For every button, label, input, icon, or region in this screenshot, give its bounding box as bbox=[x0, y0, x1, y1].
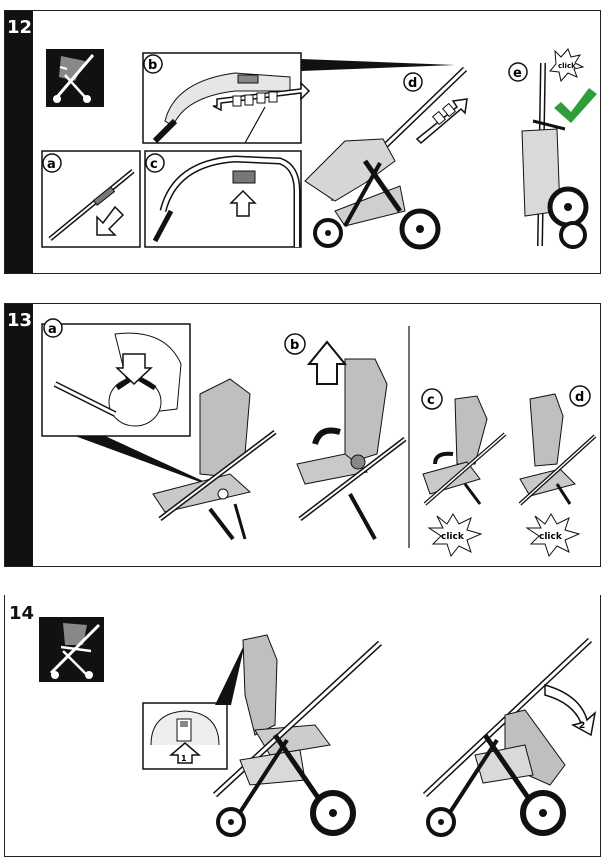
stroller-fold-icon bbox=[46, 49, 104, 107]
detail-handle: 1 bbox=[142, 643, 245, 770]
step-bar: 13 bbox=[5, 304, 33, 566]
stroller-a bbox=[152, 378, 277, 541]
step-number: 14 bbox=[9, 603, 35, 624]
stroller-e-folded: click e bbox=[508, 48, 597, 249]
step-13-illustration: a b bbox=[41, 318, 597, 558]
checkmark-icon bbox=[554, 88, 597, 123]
arrow-number: 2 bbox=[579, 721, 585, 731]
label-a: a bbox=[48, 322, 57, 337]
stroller-upright bbox=[212, 634, 383, 837]
step-bar: 12 bbox=[5, 11, 33, 273]
stroller-c: c click bbox=[421, 388, 507, 558]
label-c: c bbox=[150, 157, 158, 172]
stroller-d: d click bbox=[518, 385, 597, 558]
detail-b: b bbox=[142, 52, 455, 144]
detail-a: a bbox=[41, 150, 141, 248]
label-d: d bbox=[575, 390, 584, 405]
step-number: 13 bbox=[7, 310, 33, 331]
step-12-illustration: b a c bbox=[41, 48, 597, 250]
step-number: 12 bbox=[7, 17, 33, 38]
stroller-recline-icon bbox=[39, 617, 104, 682]
detail-c: c bbox=[144, 150, 302, 248]
step-13-panel: 13 a bbox=[4, 303, 601, 567]
label-a: a bbox=[47, 157, 56, 172]
step-14-panel: 14 1 bbox=[4, 595, 601, 857]
arrow-number: 1 bbox=[181, 754, 187, 763]
label-b: b bbox=[290, 338, 299, 353]
label-d: d bbox=[408, 76, 417, 91]
stroller-b: b bbox=[284, 333, 407, 540]
step-12-panel: 12 b bbox=[4, 10, 601, 274]
label-e: e bbox=[513, 66, 522, 81]
stroller-d: d bbox=[304, 66, 468, 250]
step-14-illustration: 1 2 bbox=[39, 617, 597, 837]
detail-a: a bbox=[41, 318, 227, 492]
stroller-reclined: 2 bbox=[422, 637, 597, 837]
click-text: click bbox=[558, 62, 576, 70]
label-b: b bbox=[148, 58, 157, 73]
click-text: click bbox=[441, 532, 465, 542]
click-text: click bbox=[539, 532, 563, 542]
label-c: c bbox=[427, 393, 435, 408]
